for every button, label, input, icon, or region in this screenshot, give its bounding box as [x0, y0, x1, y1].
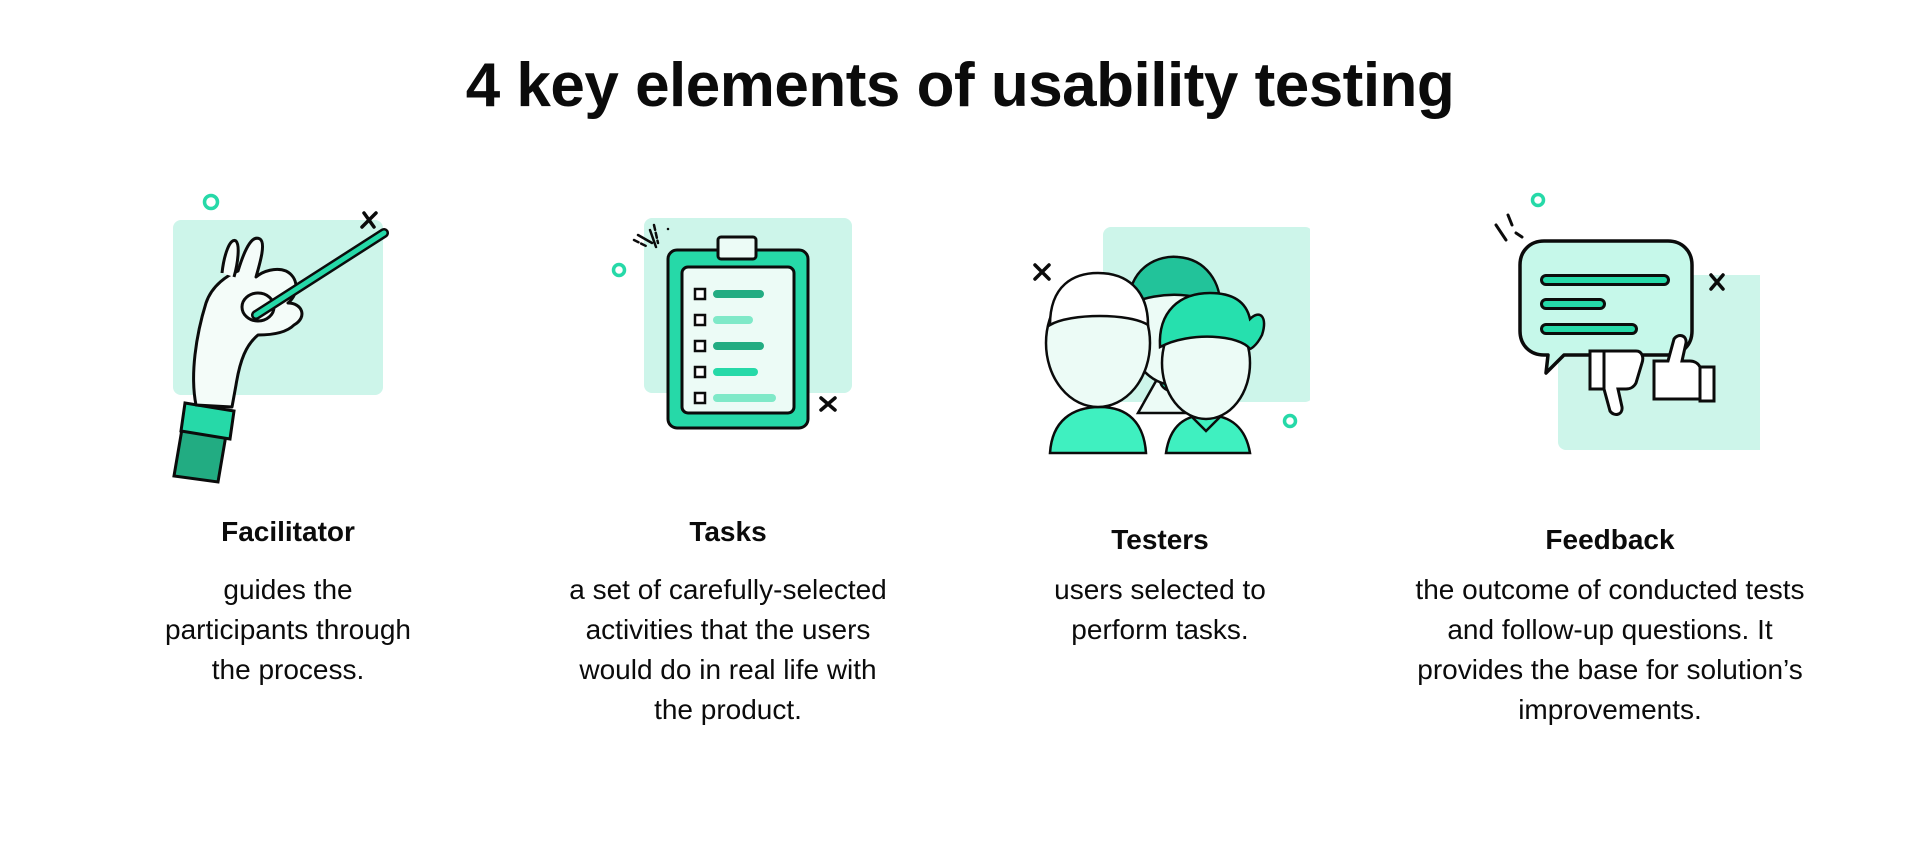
- element-card-tasks: Tasks a set of carefully-selected activi…: [518, 185, 938, 785]
- element-card-testers: Testers users selected to perform tasks.: [950, 185, 1370, 785]
- clipboard-checklist-icon: [611, 218, 852, 430]
- page-title: 4 key elements of usability testing: [465, 51, 1455, 120]
- element-label: Facilitator: [221, 516, 355, 547]
- element-description: the outcome of conducted tests and follo…: [1415, 574, 1805, 725]
- element-description: guides the participants through the proc…: [165, 574, 411, 685]
- element-card-facilitator: Facilitator guides the participants thro…: [78, 185, 498, 785]
- element-label: Testers: [1111, 524, 1209, 555]
- hand-pointer-icon: [172, 193, 389, 484]
- element-label: Tasks: [689, 516, 767, 547]
- element-description: a set of carefully-selected activities t…: [569, 574, 887, 725]
- feedback-thumbs-icon: [1494, 192, 1760, 450]
- users-group-icon: [1033, 227, 1310, 455]
- element-label: Feedback: [1545, 524, 1675, 555]
- element-card-feedback: Feedback the outcome of conducted tests …: [1400, 185, 1820, 785]
- element-description: users selected to perform tasks.: [1054, 574, 1266, 645]
